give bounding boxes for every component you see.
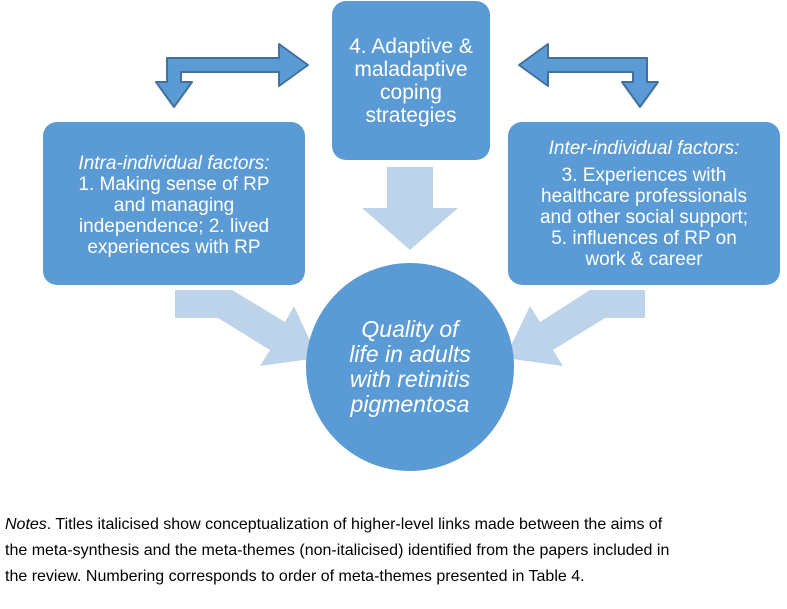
circle-line-1: Quality of (361, 316, 459, 342)
intra-individual-heading: Intra-individual factors: (78, 153, 270, 174)
right-box-line-2: healthcare professionals (541, 185, 747, 207)
notes-line-1: Notes. Titles italicised show conceptual… (5, 512, 785, 538)
figure-notes: Notes. Titles italicised show conceptual… (5, 512, 785, 590)
right-box-line-5: work & career (585, 248, 703, 270)
notes-line-3: the review. Numbering corresponds to ord… (5, 568, 585, 585)
diagram: 4. Adaptive & maladaptive coping strateg… (43, 1, 780, 471)
circle-line-2: life in adults (349, 341, 471, 367)
notes-line-2: the meta-synthesis and the meta-themes (… (5, 542, 670, 559)
circle-line-4: pigmentosa (350, 391, 470, 417)
left-box-line-4: experiences with RP (87, 237, 261, 258)
left-box-line-3: independence; 2. lived (78, 216, 270, 237)
center-theme-box: 4. Adaptive & maladaptive coping strateg… (332, 1, 490, 160)
center-box-line-3: coping (380, 80, 442, 104)
left-bidirectional-arrow (155, 43, 309, 108)
arrows-layer (155, 43, 659, 366)
left-box-line-1: 1. Making sense of RP (78, 174, 270, 195)
center-box-line-2: maladaptive (354, 57, 468, 81)
right-box-line-4: 5. influences of RP on (551, 227, 737, 249)
center-box-line-1: 4. Adaptive & (349, 34, 473, 58)
right-box-line-1: 3. Experiences with (561, 164, 727, 186)
center-box-line-4: strategies (365, 103, 457, 127)
intra-individual-box: Intra-individual factors: 1. Making sens… (43, 122, 305, 285)
faded-arrow-from-right-box (505, 290, 645, 366)
circle-line-3: with retinitis (349, 366, 471, 392)
left-box-line-2: and managing (113, 195, 235, 216)
right-bidirectional-arrow (518, 43, 659, 108)
quality-of-life-circle: Quality of life in adults with retinitis… (306, 263, 514, 471)
notes-label: Notes (5, 516, 47, 533)
faded-arrow-from-left-box (175, 290, 318, 366)
inter-individual-box: Inter-individual factors: 3. Experiences… (508, 122, 780, 285)
inter-individual-heading: Inter-individual factors: (548, 137, 740, 159)
faded-arrow-from-center-box (362, 167, 458, 250)
notes-line-1-text: . Titles italicised show conceptualizati… (46, 516, 663, 533)
right-box-line-3: and other social support; (539, 206, 749, 228)
